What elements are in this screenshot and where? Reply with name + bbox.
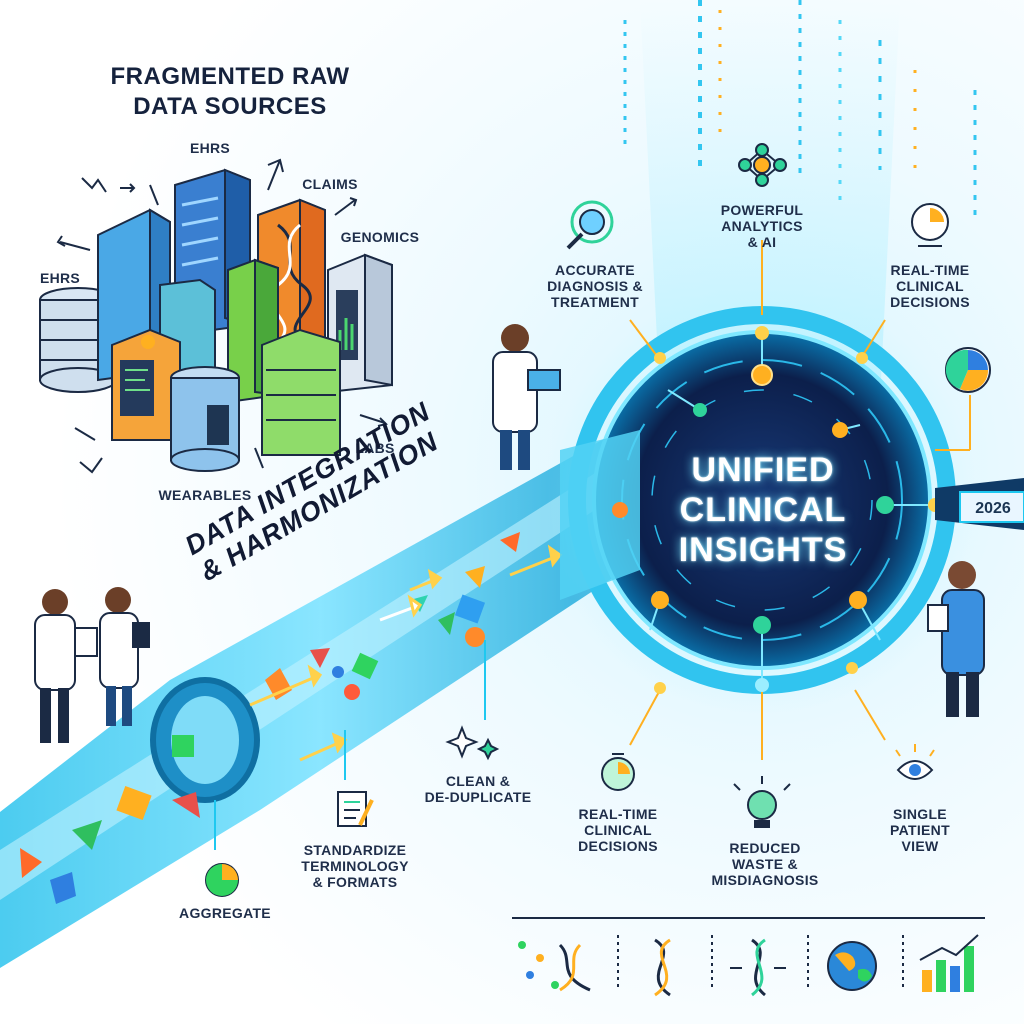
powerful-line-1: POWERFUL xyxy=(720,202,804,218)
label-aggregate: AGGREGATE xyxy=(179,905,271,921)
dna-scatter-icon xyxy=(518,941,591,992)
eye-icon xyxy=(895,744,935,780)
clean-line-1: CLEAN & xyxy=(445,773,511,789)
pipe-hub-joint xyxy=(560,430,640,600)
hub-line-2: CLINICAL xyxy=(679,491,847,529)
server-rack-gray xyxy=(327,253,393,394)
doctor-figure xyxy=(492,324,561,470)
single-line-1: SINGLE xyxy=(893,806,947,822)
reduced-line-2: WASTE & xyxy=(732,856,798,872)
hub-line-1: UNIFIED xyxy=(691,451,835,489)
standardize-line-2: TERMINOLOGY xyxy=(301,858,409,874)
hub-nodes xyxy=(612,335,935,680)
doctor-figure xyxy=(99,587,150,726)
label-realtime-top: REAL-TIME CLINICAL DECISIONS xyxy=(870,262,990,310)
checklist-icon xyxy=(337,791,374,827)
donut-chart-icon xyxy=(205,863,239,897)
label-labs: LABS xyxy=(355,440,395,456)
dna-helix-icon xyxy=(654,938,671,997)
magnifier-icon xyxy=(566,200,614,250)
label-ehrs-left: EHRs xyxy=(39,270,81,286)
label-claims: CLAIMS xyxy=(302,176,358,192)
data-pipe xyxy=(0,430,640,968)
single-line-3: VIEW xyxy=(901,838,939,854)
title-line-2: DATA SOURCES xyxy=(133,93,327,120)
label-realtime-bottom: REAL-TIME CLINICAL DECISIONS xyxy=(558,806,678,854)
label-ehrs-top: EHRs xyxy=(189,140,231,156)
realtime-bottom-line-3: DECISIONS xyxy=(578,838,658,854)
year-band xyxy=(935,478,1024,530)
label-standardize: STANDARDIZE TERMINOLOGY & FORMATS xyxy=(285,842,425,890)
data-particles xyxy=(20,532,520,904)
lightbulb-icon xyxy=(733,776,791,828)
page-title: FRAGMENTED RAW DATA SOURCES xyxy=(70,62,390,122)
title-line-1: FRAGMENTED RAW xyxy=(110,63,350,90)
realtime-bottom-line-2: CLINICAL xyxy=(584,822,652,838)
standardize-line-3: & FORMATS xyxy=(312,874,398,890)
globe-map-icon xyxy=(827,941,877,991)
bottom-icon-row xyxy=(512,917,985,990)
bar-chart-icon xyxy=(919,934,979,992)
doctor-figure xyxy=(927,561,985,717)
accurate-line-3: TREATMENT xyxy=(551,294,639,310)
stopwatch-icon xyxy=(601,753,635,791)
label-genomics: GENOMICS xyxy=(340,229,420,245)
clean-line-2: DE-DUPLICATE xyxy=(424,789,532,805)
standardize-line-1: STANDARDIZE xyxy=(303,842,407,858)
hub-title: UNIFIED CLINICAL INSIGHTS xyxy=(628,450,898,570)
accurate-line-1: ACCURATE xyxy=(555,262,635,278)
accurate-line-2: DIAGNOSIS & xyxy=(547,278,643,294)
source-arrows xyxy=(56,158,388,474)
server-stack-green xyxy=(261,328,341,456)
dna-arrows-icon xyxy=(730,938,786,997)
outcome-spokes xyxy=(629,240,971,760)
realtime-top-line-3: DECISIONS xyxy=(890,294,970,310)
powerful-line-3: & AI xyxy=(747,234,777,250)
clock-icon xyxy=(911,203,949,247)
label-accurate-diagnosis: ACCURATE DIAGNOSIS & TREATMENT xyxy=(530,262,660,310)
year-badge: 2026 xyxy=(975,500,1011,517)
spoke-dots xyxy=(654,326,942,694)
reduced-line-3: MISDIAGNOSIS xyxy=(711,872,819,888)
hub-ring xyxy=(547,285,977,715)
flow-arrows xyxy=(249,544,563,762)
db-cylinder-blue xyxy=(170,366,240,472)
doctor-figure xyxy=(34,589,98,743)
pie-chart-icon xyxy=(945,347,991,393)
label-powerful-analytics: POWERFUL ANALYTICS & AI xyxy=(702,202,822,250)
step-connectors xyxy=(214,640,486,850)
network-node-icon xyxy=(738,143,787,187)
single-line-2: PATIENT xyxy=(890,822,950,838)
label-single-patient-view: SINGLE PATIENT VIEW xyxy=(870,806,970,854)
powerful-line-2: ANALYTICS xyxy=(721,218,803,234)
sparkle-icon xyxy=(445,725,500,761)
label-wearables: WEARABLES xyxy=(158,487,252,503)
hub-line-3: INSIGHTS xyxy=(678,531,848,569)
reduced-line-1: REDUCED xyxy=(729,840,801,856)
server-cluster xyxy=(39,168,393,472)
label-reduced-waste: REDUCED WASTE & MISDIAGNOSIS xyxy=(690,840,840,888)
realtime-bottom-line-1: REAL-TIME xyxy=(578,806,658,822)
server-orange-yellow xyxy=(111,328,181,441)
label-clean: CLEAN & DE-DUPLICATE xyxy=(408,773,548,805)
realtime-top-line-2: CLINICAL xyxy=(896,278,964,294)
realtime-top-line-1: REAL-TIME xyxy=(890,262,970,278)
